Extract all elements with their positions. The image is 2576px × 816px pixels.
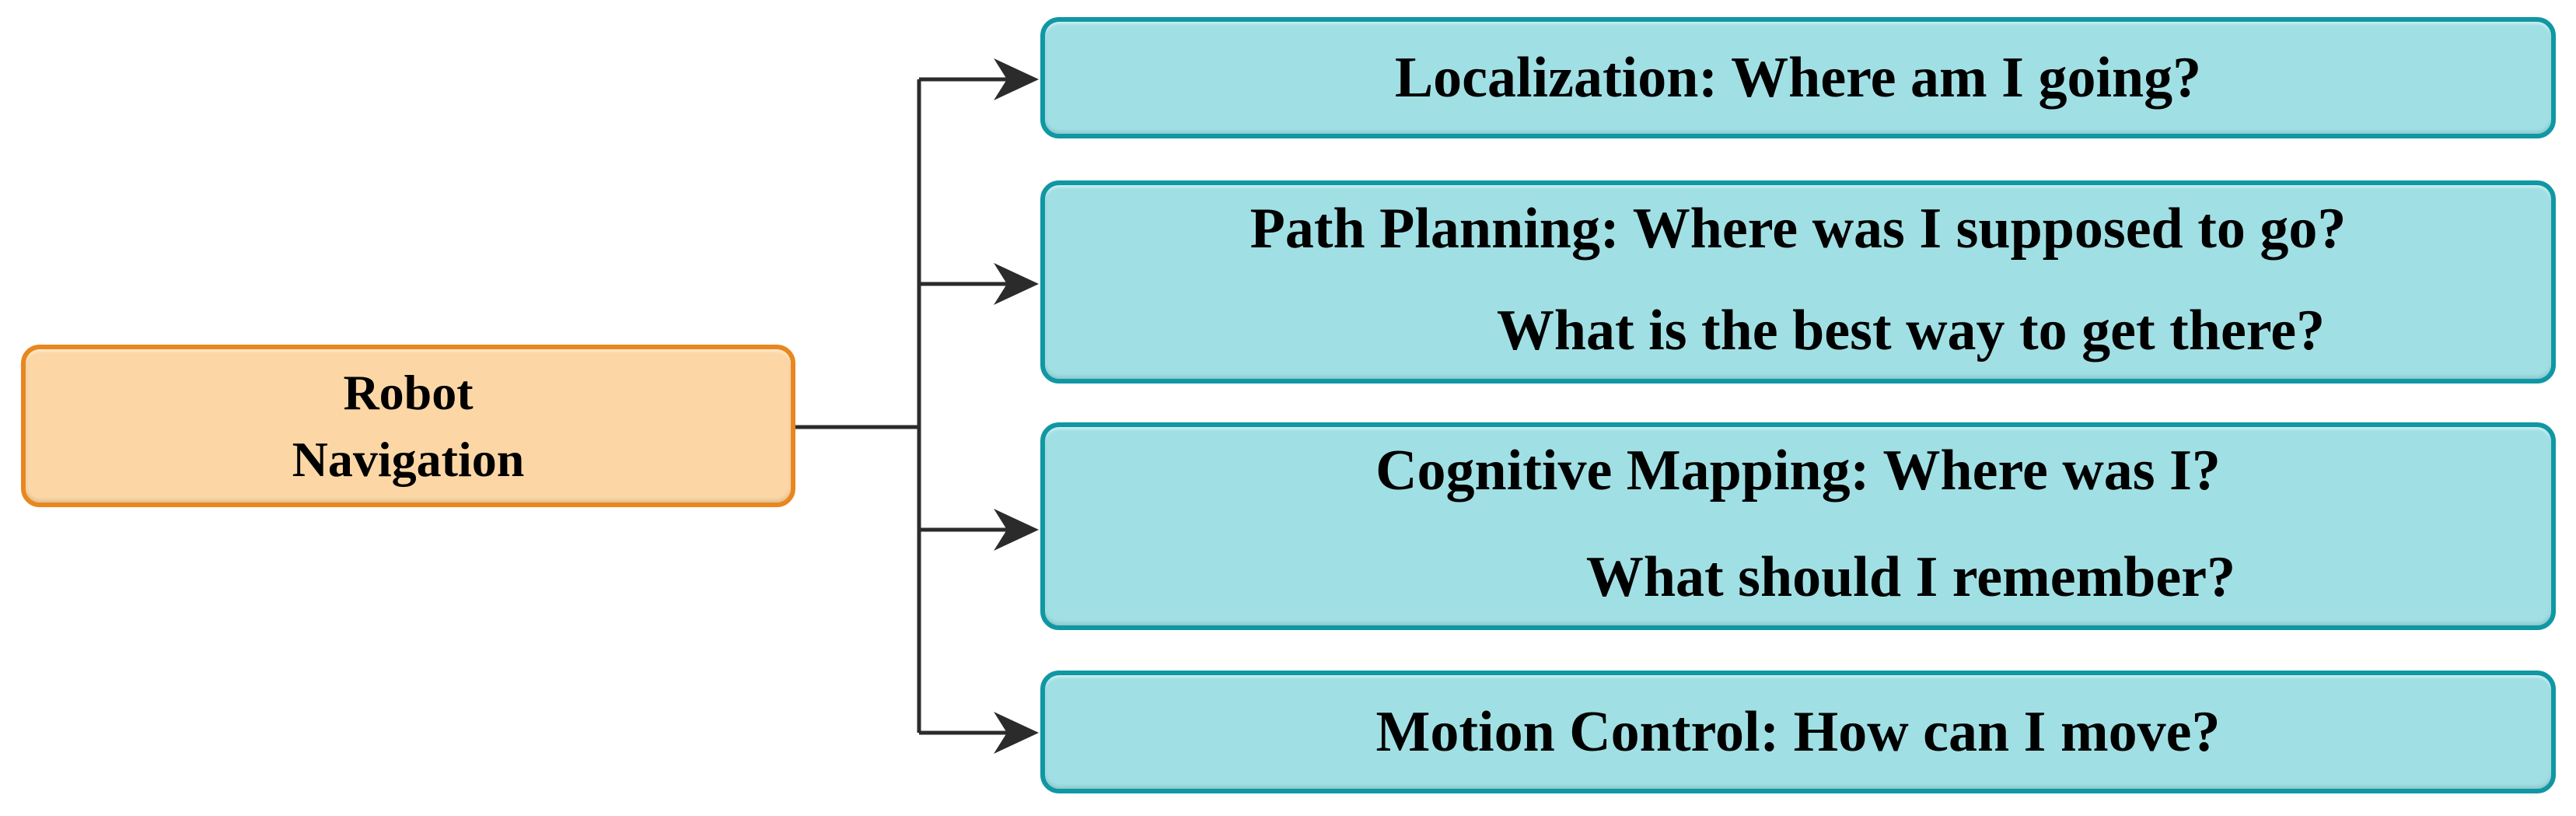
arrowhead-icon	[994, 58, 1039, 100]
root-node-label-line1: Robot	[343, 364, 474, 420]
arrowhead-icon	[994, 509, 1039, 551]
node-motion-control: Motion Control: How can I move?	[1040, 671, 2556, 793]
node-path-planning-label-line1: Path Planning: Where was I supposed to g…	[1250, 197, 2347, 261]
node-cognitive-mapping: Cognitive Mapping: Where was I? What sho…	[1040, 422, 2556, 630]
arrowhead-icon	[994, 712, 1039, 754]
node-cognitive-mapping-label-line2: What should I remember?	[1585, 545, 2236, 609]
node-localization: Localization: Where am I going?	[1040, 17, 2556, 138]
node-localization-label: Localization: Where am I going?	[1394, 46, 2202, 110]
root-node-label-line2: Navigation	[292, 431, 525, 487]
root-node-robot-navigation: Robot Navigation	[21, 345, 795, 507]
node-path-planning-label-line2: What is the best way to get there?	[1496, 299, 2326, 362]
node-cognitive-mapping-label-line1: Cognitive Mapping: Where was I?	[1375, 439, 2221, 503]
node-path-planning: Path Planning: Where was I supposed to g…	[1040, 180, 2556, 383]
arrowhead-icon	[994, 263, 1039, 305]
node-motion-control-label: Motion Control: How can I move?	[1375, 700, 2221, 764]
